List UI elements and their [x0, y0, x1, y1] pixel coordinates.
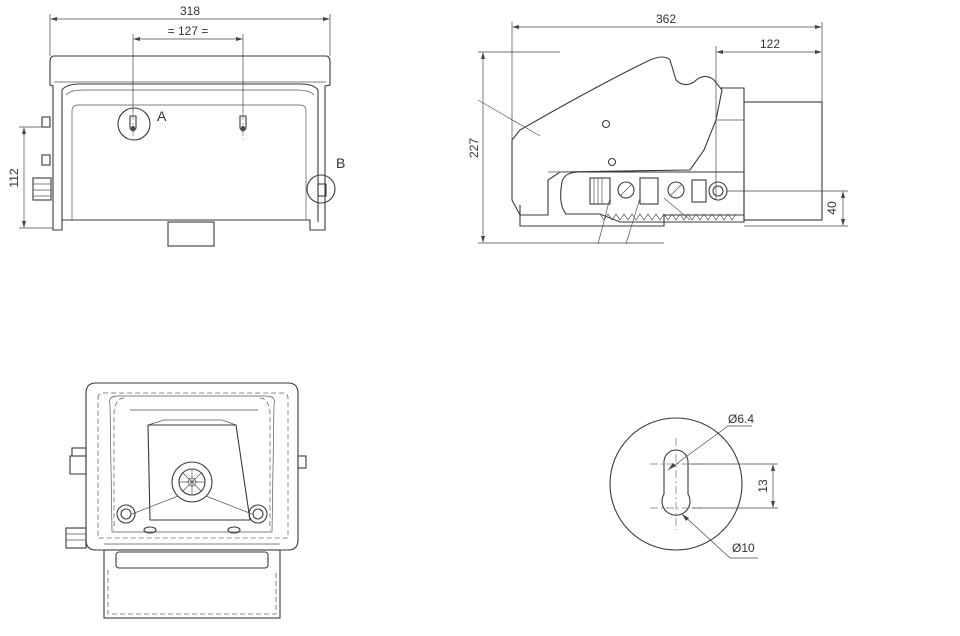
callout-b: B: [336, 155, 345, 171]
callout-a: A: [157, 108, 167, 124]
dim-hole-spacing: 13: [756, 479, 770, 493]
keyhole-detail: Ø6.4 Ø10 13: [609, 412, 778, 559]
dim-bolt-spacing: = 127 =: [168, 24, 209, 38]
dim-side-width: 362: [656, 12, 676, 26]
front-view: A B 318 = 127 = 112: [7, 4, 345, 247]
dim-side-depth: 122: [760, 37, 780, 51]
dim-hole-large: Ø10: [732, 541, 755, 555]
side-view: 362 122 227 40: [467, 12, 848, 245]
dim-hole-small: Ø6.4: [728, 412, 754, 426]
dim-side-offset: 40: [825, 201, 839, 215]
detail-b-circle: [306, 174, 336, 204]
dim-front-height: 112: [7, 168, 21, 187]
top-view: [65, 382, 307, 619]
detail-a-circle: [117, 107, 151, 141]
dim-side-height: 227: [467, 138, 481, 158]
dim-front-width: 318: [180, 4, 200, 18]
